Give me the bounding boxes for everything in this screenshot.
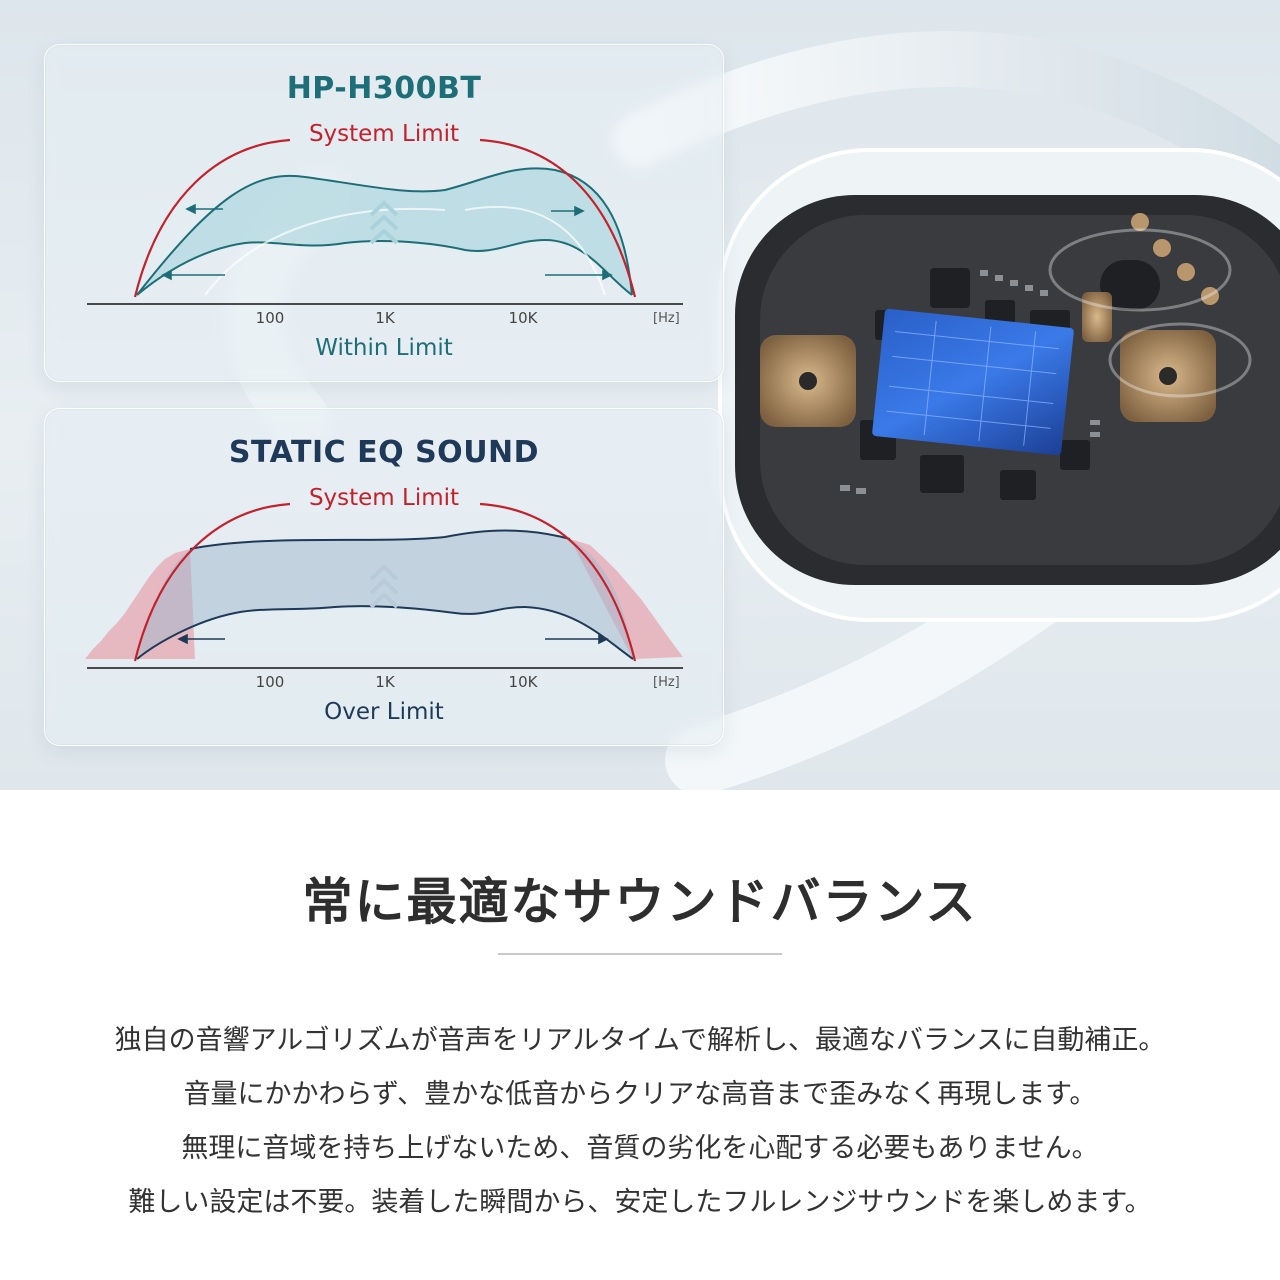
body-line: 難しい設定は不要。装着した瞬間から、安定したフルレンジサウンドを楽しめます。 — [128, 1187, 1152, 1218]
body-line: 独自の音響アルゴリズムが音声をリアルタイムで解析し、最適なバランスに自動補正。 — [114, 1025, 1166, 1056]
body-line: 無理に音域を持ち上げないため、音質の劣化を心配する必要もありません。 — [181, 1133, 1099, 1164]
eq-curve-lower — [136, 605, 634, 660]
system-limit-label: System Limit — [308, 121, 460, 147]
boost-chevron-icon — [369, 564, 399, 609]
system-limit-curve-right — [479, 138, 637, 298]
tick-label-100: 100 — [255, 309, 285, 327]
earphone-illustration — [612, 31, 1280, 790]
system-limit-curve-right — [479, 502, 637, 662]
eq-curve-upper — [136, 167, 633, 296]
hero-image: HP-H300BT System Limit 100 1K 10K [Hz] W… — [0, 0, 1280, 790]
tick-label-10k: 10K — [508, 673, 538, 691]
eq-panel-static-eq: STATIC EQ SOUND System Limit 100 1K 10K … — [44, 408, 724, 746]
system-limit-label: System Limit — [308, 485, 460, 511]
panel-caption: Within Limit — [315, 335, 453, 361]
eq-curve-upper — [189, 529, 571, 550]
system-limit-curve-left — [133, 138, 291, 298]
eq-panel-hp-h300bt: HP-H300BT System Limit 100 1K 10K [Hz] W… — [44, 44, 724, 382]
tick-label-1k: 1K — [375, 673, 395, 691]
axis-unit-label: [Hz] — [653, 675, 680, 690]
tick-label-1k: 1K — [375, 309, 395, 327]
panel-title: HP-H300BT — [286, 71, 482, 106]
panel-caption: Over Limit — [324, 699, 444, 725]
tick-label-10k: 10K — [508, 309, 538, 327]
headline: 常に最適なサウンドバランス — [302, 873, 978, 931]
divider — [498, 953, 782, 955]
panel-title: STATIC EQ SOUND — [228, 435, 540, 470]
system-limit-curve-left — [133, 502, 291, 662]
frequency-chart-within-limit — [87, 138, 683, 305]
tick-label-100: 100 — [255, 673, 285, 691]
body-line: 音量にかかわらず、豊かな低音からクリアな高音まで歪みなく再現します。 — [183, 1079, 1097, 1110]
body-text: 独自の音響アルゴリズムが音声をリアルタイムで解析し、最適なバランスに自動補正。 … — [0, 1014, 1280, 1230]
frequency-chart-over-limit — [85, 502, 683, 669]
boost-chevron-icon — [369, 200, 399, 245]
description-section: 常に最適なサウンドバランス 独自の音響アルゴリズムが音声をリアルタイムで解析し、… — [0, 790, 1280, 1280]
axis-unit-label: [Hz] — [653, 311, 680, 326]
